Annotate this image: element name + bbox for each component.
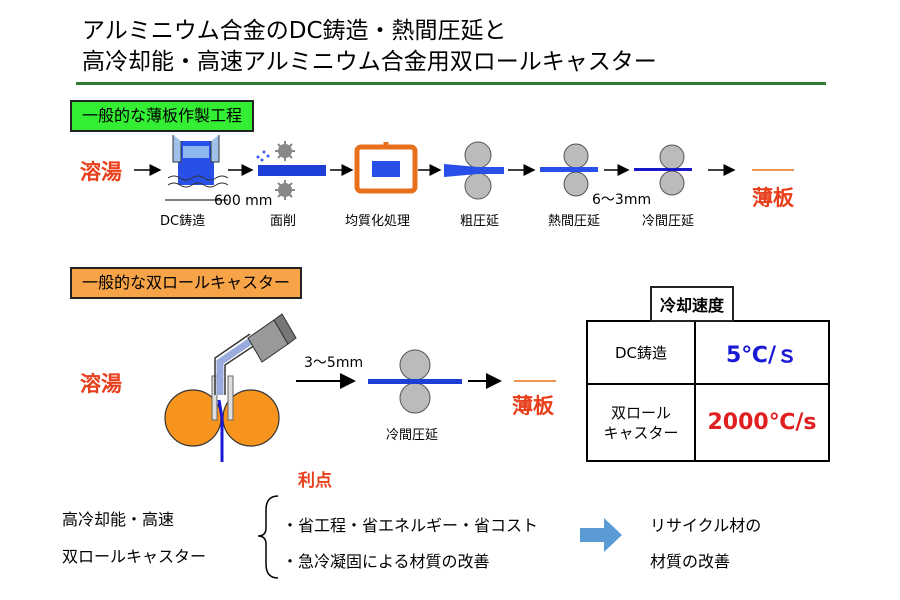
benefit-subject-line1: 高冷却能・高速 xyxy=(62,510,175,529)
scalping-icon xyxy=(256,141,326,200)
twin-thin-sheet-label: 薄板 xyxy=(512,394,554,418)
hot-rolling-icon xyxy=(540,143,598,197)
cooling-rate-title: 冷却速度 xyxy=(650,286,735,322)
thin-sheet-label: 薄板 xyxy=(752,186,794,210)
brace-icon xyxy=(257,495,279,579)
step-label-hot-rolling: 熱間圧延 xyxy=(548,214,601,229)
result-line1: リサイクル材の xyxy=(650,516,762,535)
ingot-thickness-label: 600 mm xyxy=(214,193,273,209)
benefit-item-2: ・急冷凝固による材質の改善 xyxy=(282,552,490,571)
twin-thickness-label: 3～5mm xyxy=(304,355,364,371)
cooling-rate-table: DC鋳造 5℃/ｓ 双ロール キャスター 2000℃/s xyxy=(586,320,830,462)
page-title-line2: 高冷却能・高速アルミニウム合金用双ロールキャスター xyxy=(82,49,657,75)
result-arrow-icon xyxy=(580,518,622,552)
twin-roll-caster-icon xyxy=(164,313,297,462)
result-line2: 材質の改善 xyxy=(650,552,731,571)
rate-cell-twin-roll: 2000℃/s xyxy=(694,383,830,462)
molten-metal-label: 溶湯 xyxy=(80,160,122,184)
step-label-dc-casting: DC鋳造 xyxy=(160,214,206,229)
step-label-homogenizing: 均質化処理 xyxy=(345,214,411,229)
rough-rolling-icon xyxy=(444,141,504,200)
table-row: DC鋳造 5℃/ｓ xyxy=(586,320,830,385)
dc-casting-mold-icon xyxy=(165,135,229,201)
page-title-line1: アルミニウム合金のDC鋳造・熱間圧延と xyxy=(82,18,507,44)
method-cell-dc-casting: DC鋳造 xyxy=(586,320,696,385)
twin-cold-rolling-icon xyxy=(368,349,462,414)
benefits-heading: 利点 xyxy=(298,471,332,491)
table-row: 双ロール キャスター 2000℃/s xyxy=(586,383,830,462)
rate-cell-dc-casting: 5℃/ｓ xyxy=(694,320,830,385)
conventional-process-tag: 一般的な薄板作製工程 xyxy=(70,100,255,132)
homogenizing-furnace-icon xyxy=(354,142,418,194)
step-label-cold-rolling: 冷間圧延 xyxy=(642,214,695,229)
sheet-thickness-label: 6～3mm xyxy=(592,192,652,208)
twin-molten-metal-label: 溶湯 xyxy=(80,372,122,396)
benefit-item-1: ・省工程・省エネルギー・省コスト xyxy=(282,516,539,535)
cold-rolling-icon xyxy=(634,144,692,196)
twin-step-label-cold-rolling: 冷間圧延 xyxy=(386,428,439,443)
twin-roll-caster-tag: 一般的な双ロールキャスター xyxy=(70,267,303,299)
method-cell-twin-roll: 双ロール キャスター xyxy=(586,383,696,462)
step-label-rough-rolling: 粗圧延 xyxy=(460,214,500,229)
step-label-scalping: 面削 xyxy=(270,214,297,229)
title-divider xyxy=(76,82,826,85)
benefit-subject-line2: 双ロールキャスター xyxy=(62,547,207,566)
